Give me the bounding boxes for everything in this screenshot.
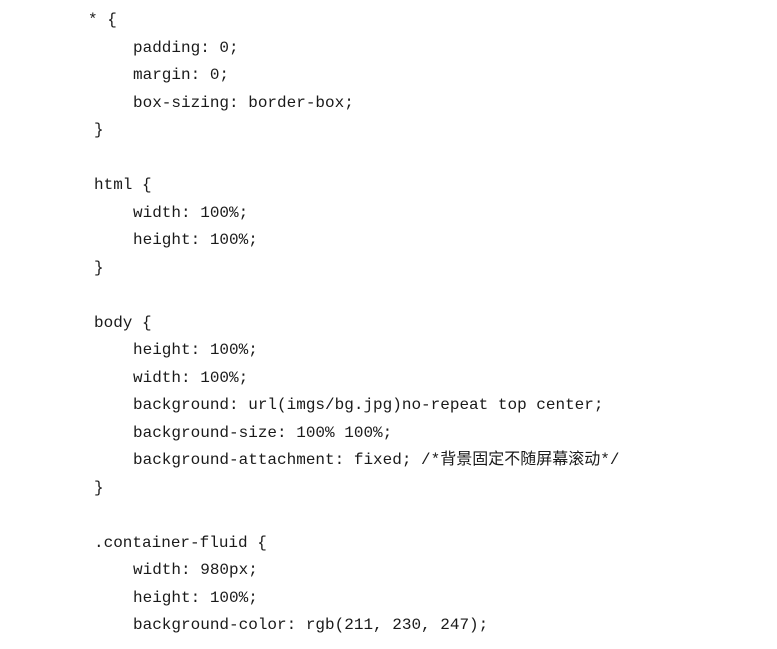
code-line: width: 100%; [133, 203, 249, 222]
code-line: padding: 0; [133, 38, 239, 57]
code-line: .container-fluid { [94, 533, 267, 552]
code-line: } [94, 121, 104, 139]
code-line: html { [94, 176, 152, 194]
code-line: width: 980px; [133, 561, 258, 579]
code-line: } [94, 258, 104, 277]
code-line: height: 100%; [133, 341, 258, 359]
code-line: background-color: rgb(211, 230, 247); [133, 616, 489, 634]
code-line: background-size: 100% 100%; [133, 423, 393, 442]
code-line: margin: 0; [133, 66, 230, 84]
code-line: background: url(imgs/bg.jpg)no-repeat to… [133, 396, 604, 414]
code-line: } [94, 478, 104, 497]
code-line: * { [88, 11, 117, 29]
code-line: height: 100%; [133, 588, 258, 607]
code-line: background-attachment: fixed; /*背景固定不随屏幕… [133, 451, 620, 469]
code-line: width: 100%; [133, 368, 249, 387]
code-line: body { [94, 313, 152, 332]
code-line: height: 100%; [133, 231, 258, 249]
code-line: box-sizing: border-box; [133, 93, 354, 112]
